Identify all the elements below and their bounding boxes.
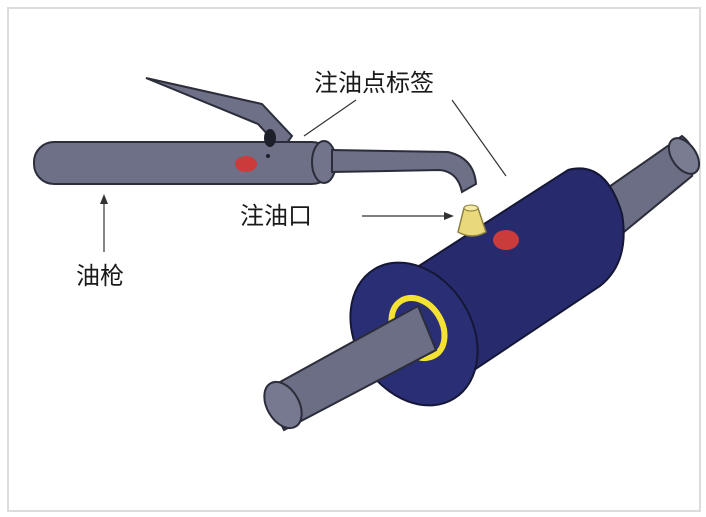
grease-nipple-top (463, 204, 479, 212)
gun-pivot (264, 129, 276, 147)
shaft-front (263, 304, 438, 432)
label-grease-inlet: 注油口 (240, 202, 312, 230)
leader-inlet-arrowhead (444, 212, 454, 220)
shaft-rear-end (667, 137, 701, 175)
label-grease-point-tag: 注油点标签 (314, 69, 434, 97)
bearing-housing (349, 167, 625, 407)
leader-housing-tag (451, 99, 507, 177)
shaft-front-end (263, 380, 303, 430)
frame-border (7, 7, 701, 512)
housing-tag-marker (493, 230, 519, 250)
grease-nipple (457, 207, 487, 237)
leader-gun-tag (303, 99, 357, 137)
leader-gun-arrowhead (100, 194, 108, 204)
gun-nozzle-tube (331, 148, 478, 194)
label-grease-gun: 油枪 (76, 262, 124, 290)
grease-gun (33, 77, 478, 194)
leader-lines (100, 99, 507, 252)
gun-tag-marker (235, 156, 257, 172)
gun-pivot-dot (266, 154, 270, 158)
gun-barrel (33, 141, 333, 185)
